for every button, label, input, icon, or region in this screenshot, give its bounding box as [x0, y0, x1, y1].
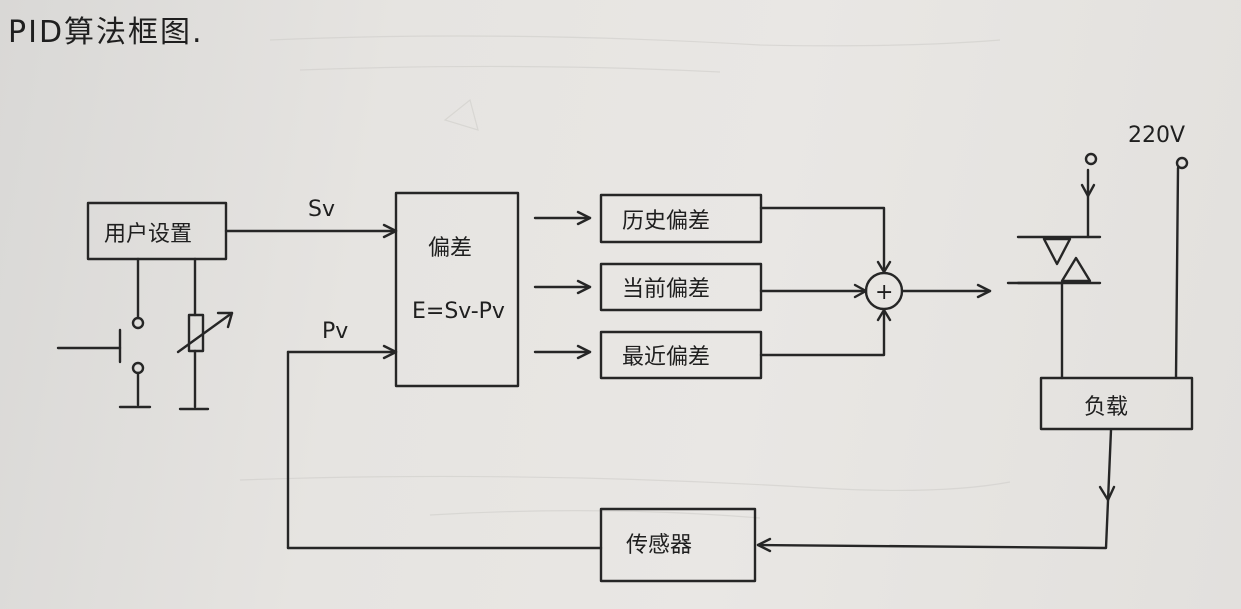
pot-arrow-head-icon	[216, 311, 234, 329]
switch-top-contact-icon	[131, 316, 145, 330]
deviation-block: 偏差 E=Sv-Pv	[394, 191, 520, 388]
load-block: 负载	[1039, 376, 1194, 431]
user-setting-switch	[56, 257, 152, 409]
history-block: 历史偏差	[599, 193, 763, 244]
pot-arrow-shaft	[176, 311, 234, 354]
recent-block: 最近偏差	[599, 330, 763, 380]
triac-lower-triangle-icon	[1060, 256, 1092, 283]
deviation-outputs	[533, 210, 592, 360]
summing-plus-label: +	[875, 280, 893, 305]
arrow-to-history-head-icon	[576, 210, 592, 226]
triac-terminal-icon	[1084, 152, 1098, 166]
sv-label: Sv	[308, 197, 335, 222]
recent-to-sum-line	[759, 308, 886, 357]
deviation-box	[394, 191, 520, 388]
history-label: 历史偏差	[622, 209, 710, 234]
user-setting-block: 用户设置	[86, 201, 228, 261]
pv-feedback: Pv	[286, 319, 603, 550]
deviation-formula: E=Sv-Pv	[412, 299, 505, 324]
sensor-box	[599, 507, 757, 583]
load-down-arrow-icon	[1098, 485, 1116, 502]
pv-arrow-icon	[382, 344, 398, 360]
current-box	[599, 262, 763, 312]
load-box	[1039, 376, 1194, 431]
faint-bleedthrough-marks	[239, 35, 1011, 519]
history-box	[599, 193, 763, 244]
user-setting-label: 用户设置	[104, 222, 192, 247]
supply-voltage-label: 220V	[1128, 123, 1185, 148]
sensor-input-arrow-icon	[756, 537, 772, 553]
load-to-sensor-line	[756, 428, 1113, 550]
deviation-label: 偏差	[428, 236, 472, 261]
current-label: 当前偏差	[622, 277, 710, 302]
load-to-sensor	[756, 428, 1116, 553]
summing-junction: +	[759, 206, 904, 357]
switch-bottom-contact-icon	[131, 361, 145, 375]
recent-label: 最近偏差	[622, 345, 710, 370]
sensor-label: 传感器	[626, 533, 692, 558]
triac	[1006, 152, 1102, 380]
arrow-to-recent-head-icon	[576, 344, 592, 360]
arrow-to-current-head-icon	[576, 279, 592, 295]
sum-to-triac	[900, 283, 992, 299]
triac-upper-triangle-icon	[1042, 237, 1072, 266]
pv-label: Pv	[322, 319, 348, 344]
current-block: 当前偏差	[599, 262, 763, 312]
supply-line	[1174, 166, 1180, 380]
history-to-sum-line	[759, 206, 886, 274]
sv-signal: Sv	[224, 197, 398, 239]
triac-input-arrow-icon	[1080, 183, 1096, 198]
supply: 220V	[1128, 123, 1189, 380]
potentiometer	[176, 257, 234, 411]
sum-output-arrow-icon	[976, 283, 992, 299]
pot-body-icon	[187, 313, 205, 353]
supply-terminal-icon	[1175, 156, 1189, 170]
page-title: PID算法框图.	[8, 15, 204, 50]
sensor-block: 传感器	[599, 507, 757, 583]
load-label: 负载	[1084, 395, 1128, 420]
